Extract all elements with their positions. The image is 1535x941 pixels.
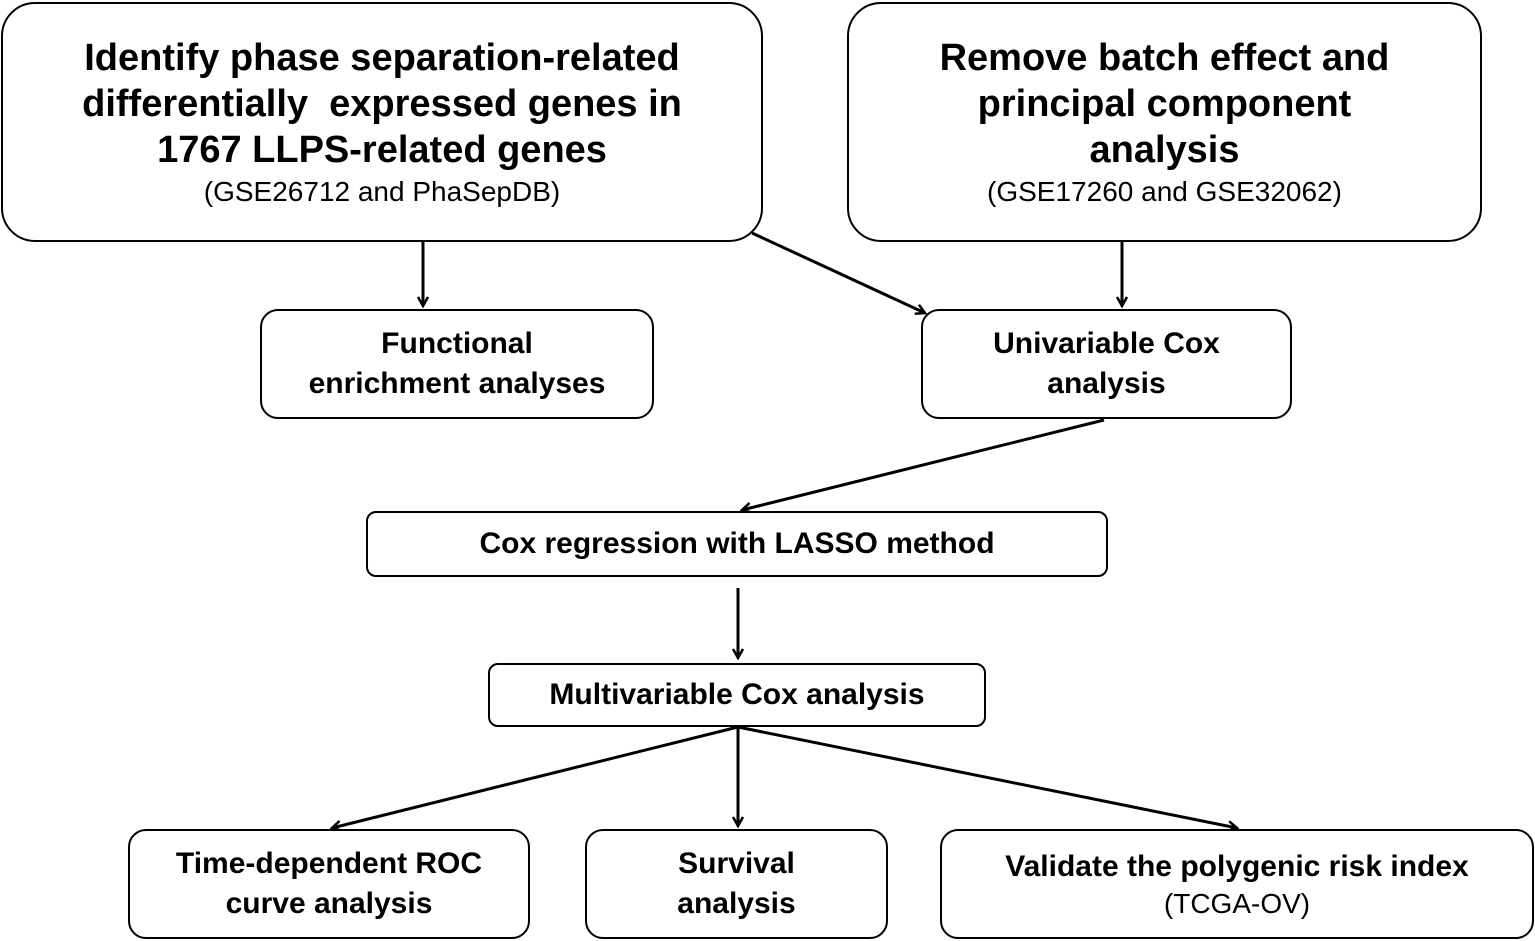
node-identify-title-line-2: differentially expressed genes in [82,83,682,125]
node-validate-subtitle: (TCGA-OV) [1163,888,1311,919]
node-roc-title-line-2: curve analysis [225,887,433,920]
node-univariable-cox: Univariable Cox analysis [921,309,1292,419]
node-univariable-title-line-1: Univariable Cox [993,327,1220,360]
node-functional-title-line-1: Functional [381,327,533,360]
node-remove-batch-title: Remove batch effect and principal compon… [940,35,1390,173]
node-validate-polygenic-risk-index: Validate the polygenic risk index (TCGA-… [940,829,1534,939]
edge-univariable-to-lasso [742,418,1105,510]
node-functional-enrichment: Functional enrichment analyses [260,309,654,419]
edge-multivariable-to-roc [332,725,739,828]
node-identify-title-line-3: 1767 LLPS-related genes [157,129,607,171]
node-multivariable-cox: Multivariable Cox analysis [488,663,986,727]
node-survival-title: Survival analysis [677,844,795,924]
node-multivariable-title-line-1: Multivariable Cox analysis [549,678,925,711]
node-validate-title-line-1: Validate the polygenic risk index [1005,850,1469,883]
node-remove-batch-subtitle: (GSE17260 and GSE32062) [987,176,1342,207]
edge-multivariable-to-validate [737,725,1237,828]
node-identify-title: Identify phase separation-related differ… [82,35,682,173]
node-cox-lasso: Cox regression with LASSO method [366,511,1108,577]
node-time-dependent-roc: Time-dependent ROC curve analysis [128,829,530,939]
node-roc-title-line-1: Time-dependent ROC [175,847,483,880]
node-univariable-title-line-2: analysis [1047,367,1166,400]
node-identify-phase-separation-genes: Identify phase separation-related differ… [1,2,763,242]
node-validate-title: Validate the polygenic risk index [1005,847,1469,887]
node-survival-title-line-2: analysis [677,887,796,920]
node-roc-title: Time-dependent ROC curve analysis [176,844,482,924]
node-survival-title-line-1: Survival [678,847,795,880]
node-multivariable-title: Multivariable Cox analysis [549,675,924,715]
node-functional-title: Functional enrichment analyses [309,324,606,404]
node-lasso-title: Cox regression with LASSO method [479,524,994,564]
node-univariable-title: Univariable Cox analysis [993,324,1220,404]
node-remove-batch-title-line-1: Remove batch effect and [939,37,1390,79]
node-lasso-title-line-1: Cox regression with LASSO method [479,527,995,560]
node-identify-subtitle: (GSE26712 and PhaSepDB) [203,176,561,207]
node-functional-title-line-2: enrichment analyses [308,367,606,400]
edge-identify-to-univariable [751,231,925,313]
node-remove-batch-effect-pca: Remove batch effect and principal compon… [847,2,1482,242]
node-remove-batch-title-line-2: principal component [977,83,1352,125]
node-remove-batch-title-line-3: analysis [1089,129,1240,171]
node-survival-analysis: Survival analysis [585,829,888,939]
node-identify-title-line-1: Identify phase separation-related [84,37,680,79]
